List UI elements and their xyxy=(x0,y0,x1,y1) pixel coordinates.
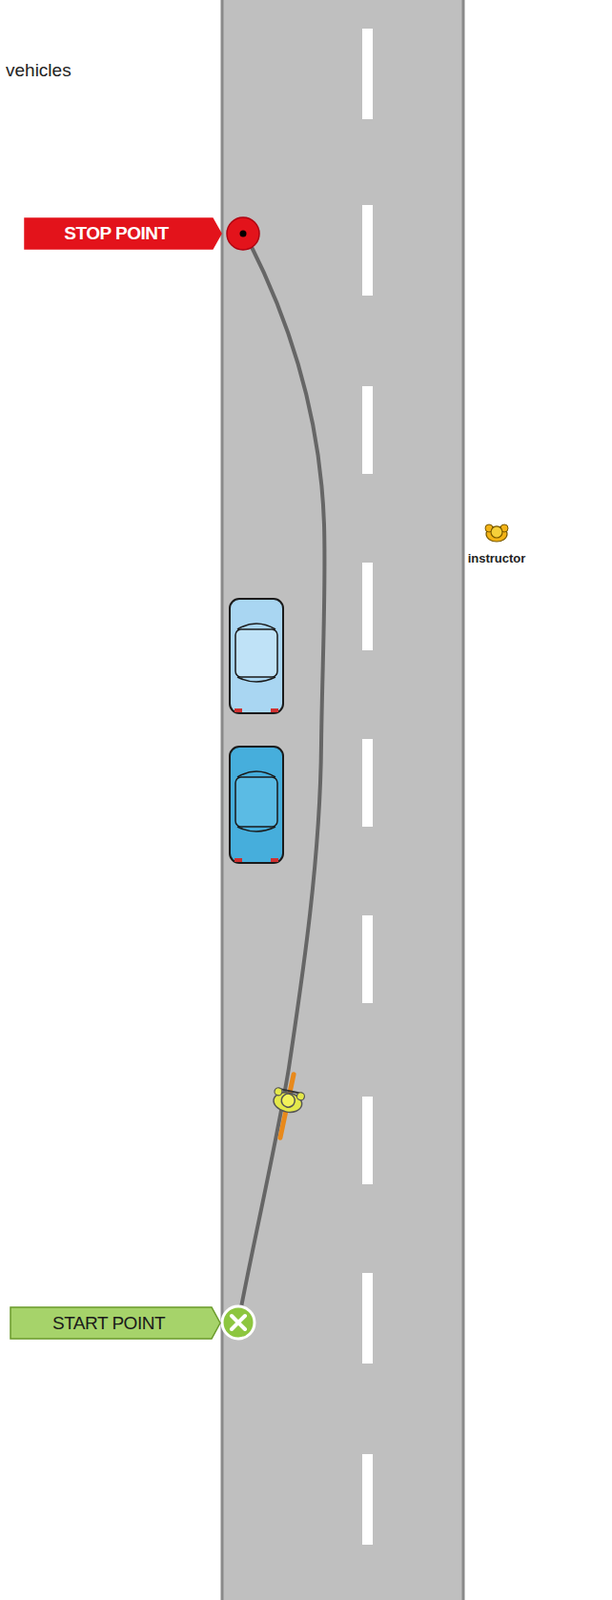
flag-shape xyxy=(10,1306,221,1339)
road-surface xyxy=(221,0,465,1600)
stop-marker xyxy=(226,217,260,250)
stop-point-flag: STOP POINT xyxy=(23,217,223,250)
flag-text: STOP POINT xyxy=(63,223,182,245)
flag-shape xyxy=(24,218,222,249)
flag-text: START POINT xyxy=(52,1312,179,1334)
heading-fragment: vehicles xyxy=(5,60,72,82)
cyclist-figure xyxy=(265,1070,308,1141)
cycle-route xyxy=(238,243,326,1323)
parked-car xyxy=(229,598,284,714)
start-point-flag: START POINT xyxy=(9,1305,222,1340)
person-label: instructor xyxy=(468,550,527,566)
road-edge xyxy=(221,0,225,1600)
parked-car xyxy=(229,746,284,863)
centre-line xyxy=(362,28,373,1545)
instructor-figure xyxy=(485,524,509,542)
road-edge xyxy=(462,0,466,1600)
start-marker xyxy=(222,1305,255,1339)
